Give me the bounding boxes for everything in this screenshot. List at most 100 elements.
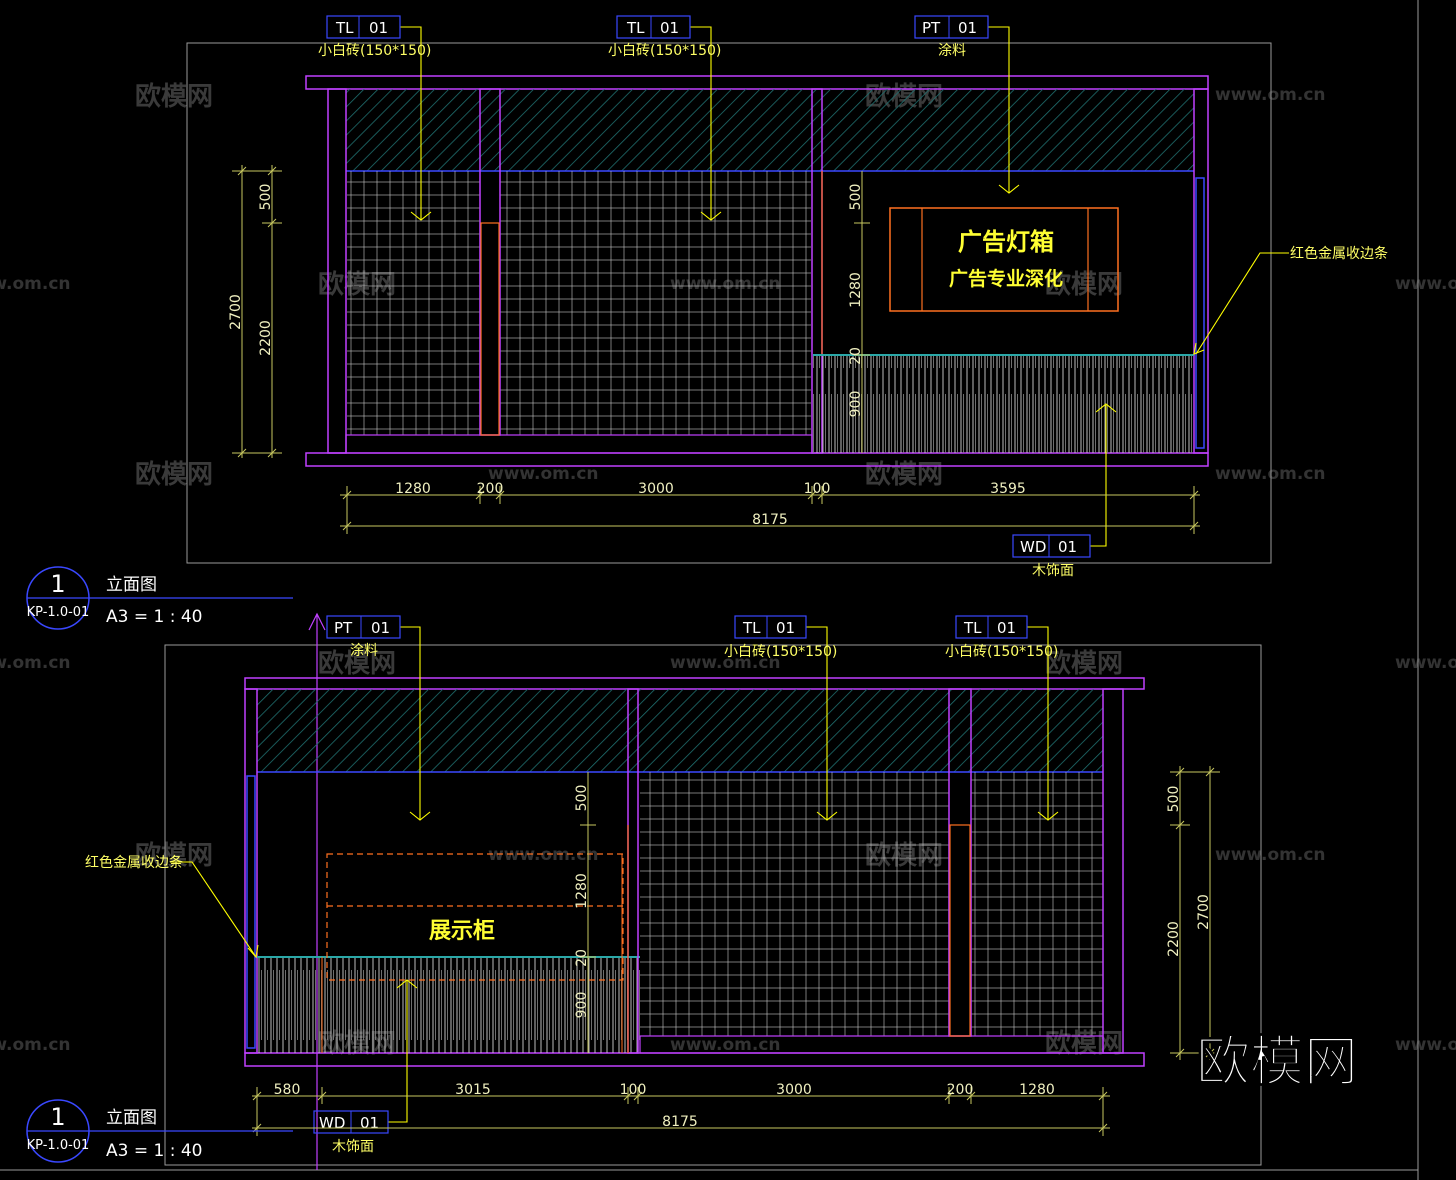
- material-tag: WD 01 木饰面: [1012, 534, 1091, 579]
- tile-area: [347, 171, 480, 435]
- svg-text:500: 500: [848, 184, 864, 211]
- watermark-url: www.om.cn: [1395, 653, 1456, 673]
- svg-text:500: 500: [1166, 786, 1182, 813]
- dim-value: 200: [477, 481, 504, 497]
- title-block: 1 KP-1.0-01 立面图 A3 = 1 : 40: [26, 566, 293, 630]
- side-note: 红色金属收边条: [1290, 245, 1388, 262]
- svg-text:01: 01: [369, 19, 388, 37]
- svg-text:01: 01: [776, 619, 795, 637]
- watermark-url: www.om.cn: [670, 1035, 781, 1055]
- svg-text:KP-1.0-01: KP-1.0-01: [27, 1138, 90, 1153]
- svg-text:2200: 2200: [1166, 921, 1182, 957]
- column-left: [327, 88, 347, 454]
- watermark-url: www.om.cn: [488, 845, 599, 865]
- svg-text:900: 900: [848, 391, 864, 418]
- dimension-lines: [340, 486, 1200, 534]
- svg-text:木饰面: 木饰面: [332, 1139, 374, 1155]
- material-tag: WD 01 木饰面: [313, 1110, 389, 1155]
- svg-text:8175: 8175: [662, 1114, 698, 1130]
- lightbox-subtitle: 广告专业深化: [949, 267, 1063, 290]
- svg-text:A3 = 1 : 40: A3 = 1 : 40: [106, 607, 202, 627]
- material-tag: PT 01 涂料: [914, 15, 989, 59]
- watermark-url: www.om.cn: [1215, 464, 1326, 484]
- material-tag: TL 01 小白砖(150*150): [945, 615, 1058, 660]
- material-tag: PT 01 涂料: [326, 615, 401, 659]
- dim-value: 3000: [638, 481, 674, 497]
- svg-text:2700: 2700: [228, 294, 244, 330]
- svg-text:500: 500: [258, 184, 274, 211]
- material-tag: TL 01 小白砖(150*150): [608, 15, 721, 59]
- svg-text:涂料: 涂料: [938, 43, 966, 59]
- wood-counter: [813, 355, 1194, 453]
- svg-text:580: 580: [274, 1082, 301, 1098]
- elevation-b: 展示柜 PT 01 涂料: [26, 612, 1220, 1170]
- svg-text:WD: WD: [319, 1114, 345, 1132]
- svg-text:PT: PT: [922, 19, 941, 37]
- svg-text:TL: TL: [335, 19, 354, 37]
- material-tag: TL 01 小白砖(150*150): [724, 615, 837, 660]
- watermark-url: www.om.cn: [670, 653, 781, 673]
- watermark-text: 欧模网: [318, 648, 396, 679]
- svg-text:小白砖(150*150): 小白砖(150*150): [724, 644, 837, 660]
- lightbox: [889, 207, 1119, 312]
- svg-text:木饰面: 木饰面: [1032, 563, 1074, 579]
- svg-text:涂料: 涂料: [350, 643, 378, 659]
- svg-text:立面图: 立面图: [106, 1108, 157, 1128]
- elevation-a: 广告灯箱 广告专业深化 TL 01 小白砖(150*150): [26, 15, 1388, 630]
- top-beam: [305, 75, 1209, 90]
- svg-text:A3 = 1 : 40: A3 = 1 : 40: [106, 1141, 202, 1161]
- sheet-border: [0, 0, 1419, 1180]
- watermark-text: 欧模网: [865, 459, 943, 490]
- watermark-url: www.om.cn: [0, 1035, 71, 1055]
- watermark-url: www.om.cn: [1395, 274, 1456, 294]
- hatch-band: [346, 89, 1194, 171]
- watermark-url: www.om.cn: [488, 464, 599, 484]
- svg-text:1280: 1280: [574, 873, 590, 909]
- svg-text:1: 1: [50, 570, 65, 598]
- svg-text:2200: 2200: [258, 320, 274, 356]
- svg-text:立面图: 立面图: [106, 575, 157, 595]
- svg-text:TL: TL: [626, 19, 645, 37]
- svg-text:200: 200: [947, 1082, 974, 1098]
- watermark-url: www.om.cn: [1395, 1035, 1456, 1055]
- svg-text:01: 01: [660, 19, 679, 37]
- svg-text:KP-1.0-01: KP-1.0-01: [27, 605, 90, 620]
- watermark-text: 欧模网: [135, 81, 213, 112]
- svg-text:3015: 3015: [455, 1082, 491, 1098]
- svg-text:1: 1: [50, 1103, 65, 1131]
- svg-text:TL: TL: [963, 619, 982, 637]
- lightbox-title: 广告灯箱: [958, 228, 1054, 256]
- cabinet-label: 展示柜: [429, 918, 495, 944]
- watermark-text: 欧模网: [135, 459, 213, 490]
- dim-value: 1280: [395, 481, 431, 497]
- svg-text:01: 01: [958, 19, 977, 37]
- side-note: 红色金属收边条: [85, 854, 183, 871]
- dim-value: 3595: [990, 481, 1026, 497]
- watermark-text: 欧模网: [1045, 648, 1123, 679]
- tile-area: [500, 171, 811, 435]
- svg-text:900: 900: [574, 992, 590, 1019]
- svg-text:100: 100: [620, 1082, 647, 1098]
- svg-text:1280: 1280: [848, 272, 864, 308]
- svg-text:TL: TL: [742, 619, 761, 637]
- column-right: [1193, 88, 1209, 454]
- svg-text:01: 01: [371, 619, 390, 637]
- svg-text:500: 500: [574, 785, 590, 812]
- watermark-text: 欧模网: [1045, 269, 1123, 300]
- watermark-url: www.om.cn: [1215, 845, 1326, 865]
- svg-text:小白砖(150*150): 小白砖(150*150): [608, 43, 721, 59]
- watermark-url: www.om.cn: [0, 274, 71, 294]
- svg-text:3000: 3000: [776, 1082, 812, 1098]
- svg-text:20: 20: [848, 347, 864, 365]
- corner-logo: 欧模网: [1196, 1030, 1358, 1093]
- svg-text:20: 20: [574, 949, 590, 967]
- svg-text:01: 01: [360, 1114, 379, 1132]
- dim-value: 100: [804, 481, 831, 497]
- display-cabinet: [326, 853, 624, 981]
- svg-text:1280: 1280: [1019, 1082, 1055, 1098]
- material-tag: TL 01 小白砖(150*150): [318, 15, 431, 59]
- svg-text:01: 01: [1058, 538, 1077, 556]
- floor-line: [305, 452, 1209, 467]
- svg-text:小白砖(150*150): 小白砖(150*150): [945, 644, 1058, 660]
